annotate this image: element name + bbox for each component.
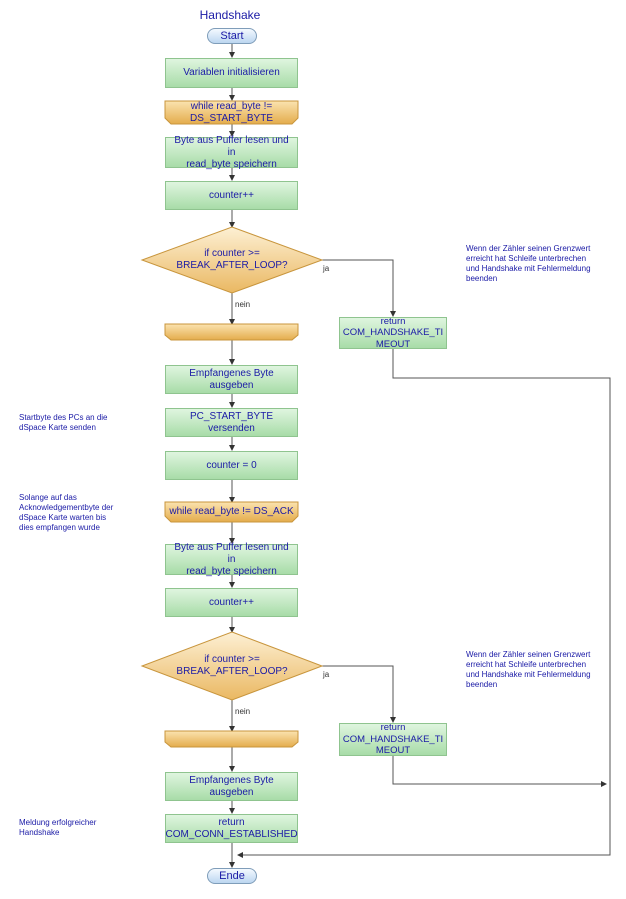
decision-label-1: if counter >= BREAK_AFTER_LOOP? [176,247,288,272]
note-start-byte: Startbyte des PCs an die dSpace Karte se… [19,413,108,432]
branch-yes-1: ja [323,264,330,273]
decision-diamond-2 [140,631,324,701]
note-success: Meldung erfolgreicher Handshake [19,818,97,837]
end-node: Ende [207,868,257,884]
return-timeout-2: return COM_HANDSHAKE_TI MEOUT [339,722,447,756]
connector-timeout-2 [392,756,607,787]
process-counter-inc-2: counter++ [165,588,298,617]
note-ack-wait: Solange auf das Acknowledgementbyte der … [19,493,114,532]
note-limit-1: Wenn der Zähler seinen Grenzwert erreich… [466,244,591,283]
process-read-2: Byte aus Puffer lesen und in read_byte s… [165,542,298,577]
loop-end-shape-1 [164,323,299,341]
connector-yes-2 [322,665,396,723]
decision-diamond-1 [140,226,324,294]
process-send-pc-start: PC_START_BYTE versenden [165,408,298,437]
return-timeout-1: return COM_HANDSHAKE_TI MEOUT [339,316,447,350]
process-output-2: Empfangenes Byte ausgeben [165,772,298,801]
process-output-1: Empfangenes Byte ausgeben [165,365,298,394]
loop-label-1: while read_byte != DS_START_BYTE [190,100,273,124]
branch-no-2: nein [235,707,251,716]
process-counter-reset: counter = 0 [165,451,298,480]
loop-label-2: while read_byte != DS_ACK [169,506,294,517]
diagram-title: Handshake [199,8,261,22]
return-established: return COM_CONN_ESTABLISHED [165,814,298,843]
connector-yes-1 [322,259,396,317]
process-init: Variablen initialisieren [165,58,298,88]
connector-timeout-1 [392,349,611,784]
process-counter-inc-1: counter++ [165,181,298,210]
start-node: Start [207,28,257,44]
decision-label-2: if counter >= BREAK_AFTER_LOOP? [176,653,288,678]
loop-shape-1 [164,100,299,125]
loop-end-shape-2 [164,730,299,748]
connector-merge [237,784,611,858]
branch-yes-2: ja [323,670,330,679]
process-read-1: Byte aus Puffer lesen und in read_byte s… [165,135,298,170]
note-limit-2: Wenn der Zähler seinen Grenzwert erreich… [466,650,591,689]
loop-shape-2 [164,501,299,523]
branch-no-1: nein [235,300,251,309]
